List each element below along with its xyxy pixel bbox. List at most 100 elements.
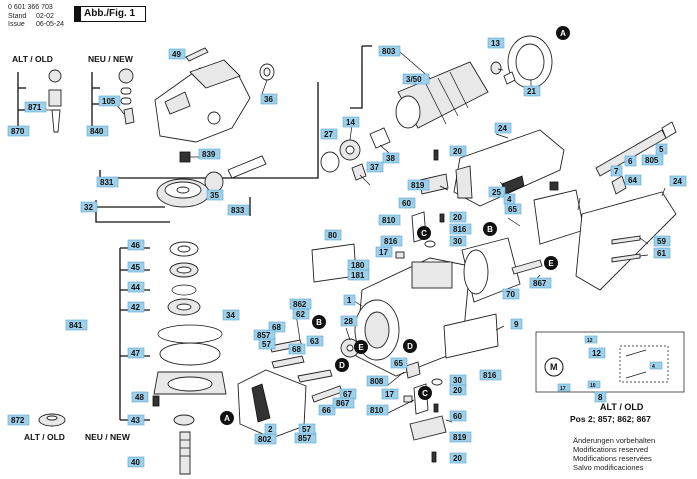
part-label: 30 (453, 237, 462, 246)
part-label: 30 (453, 376, 462, 385)
part-label-box (306, 335, 324, 347)
part-label-box (366, 404, 389, 416)
part-label-box (381, 388, 399, 400)
part-label: 45 (131, 263, 140, 272)
schematic-label: 10 (590, 383, 596, 389)
reference-marker (335, 358, 349, 372)
part-14-27-37-38 (320, 127, 391, 181)
part-label-box (98, 95, 121, 107)
part-label: 805 (645, 156, 659, 165)
note-en: Modifications reserved (573, 445, 649, 454)
part-label-box (168, 48, 186, 60)
part-label-box (655, 143, 668, 155)
part-label-box (407, 179, 430, 191)
part-label-box (449, 211, 467, 223)
part-label: 36 (264, 95, 273, 104)
part-label: 24 (498, 124, 507, 133)
part-label: 34 (226, 311, 235, 320)
part-label-box (378, 45, 401, 57)
part-819-plate-lower (409, 415, 447, 441)
reference-marker (403, 339, 417, 353)
figure-label: Abb./Fig. 1 (84, 8, 136, 19)
part-label-box (65, 319, 88, 331)
part-label-box (127, 456, 145, 468)
part-label: 17 (379, 248, 388, 257)
part-label: 57 (302, 425, 311, 434)
figure-label-tab (75, 7, 81, 21)
part-label: 862 (293, 300, 307, 309)
figure-label-frame: Abb./Fig. 1 (74, 6, 146, 22)
stand-label: Stand (8, 13, 27, 20)
part-label-box (227, 204, 250, 216)
part-870-871-old-knob (48, 69, 62, 133)
part-label: 80 (328, 231, 337, 240)
part-label: 24 (673, 177, 682, 186)
part-label: 20 (453, 386, 462, 395)
part-32-crown-gear (156, 178, 210, 208)
part-label-box (127, 347, 145, 359)
part-label: 65 (394, 359, 403, 368)
part-label-box (324, 229, 342, 241)
part-label-box (292, 308, 310, 320)
part-40-spindle (179, 431, 191, 475)
part-2-802-field-coil (237, 369, 307, 439)
reference-marker (220, 411, 234, 425)
reference-marker (354, 340, 368, 354)
part-label-box (510, 318, 523, 330)
part-label: 871 (28, 103, 42, 112)
reference-marker-letter: D (339, 361, 345, 370)
part-label-box (449, 145, 467, 157)
part-label: 35 (210, 191, 219, 200)
reference-marker (418, 386, 432, 400)
part-816-30-17 (395, 240, 443, 403)
part-label-box (610, 165, 623, 177)
part-label: 819 (453, 433, 467, 442)
part-label-box (449, 374, 467, 386)
part-label-box (332, 397, 355, 409)
part-label: 57 (262, 340, 271, 349)
part-label: 816 (384, 237, 398, 246)
reference-marker-letter: B (487, 225, 493, 234)
part-label: 857 (298, 434, 312, 443)
part-label-box (449, 431, 472, 443)
part-label-box (340, 315, 358, 327)
legend-positions: Pos 2; 857; 862; 867 (570, 414, 651, 424)
part-label-box (127, 301, 145, 313)
part-6-805-cable (595, 121, 677, 195)
part-label-box (222, 309, 240, 321)
part-label: 68 (292, 345, 301, 354)
reference-marker-letter: A (224, 414, 230, 423)
part-label-box (390, 357, 408, 369)
part-label-box (529, 277, 552, 289)
part-label: 42 (131, 303, 140, 312)
part-label: 840 (90, 127, 104, 136)
part-label-box (343, 294, 356, 306)
part-label-box (366, 375, 389, 387)
part-label: 808 (370, 377, 384, 386)
part-49-pin (185, 47, 209, 62)
reference-marker-letter: C (422, 389, 428, 398)
part-13-bearing-21-cap (490, 35, 553, 89)
part-label: 816 (453, 225, 467, 234)
part-label: 7 (614, 167, 619, 176)
part-label-box (402, 73, 430, 85)
part-label: 25 (492, 188, 501, 197)
part-label: 6 (628, 157, 633, 166)
part-label-box (398, 197, 416, 209)
part-label-box (449, 452, 467, 464)
part-label: 67 (343, 390, 352, 399)
part-label: 180 (351, 261, 365, 270)
part-label-box (449, 223, 472, 235)
part-label-box (7, 125, 30, 137)
wiring-schematic (535, 331, 685, 393)
part-label-box (504, 203, 522, 215)
part-label: 17 (385, 390, 394, 399)
group-label-alt-old-top: ALT / OLD (12, 54, 53, 64)
part-label: 181 (351, 271, 365, 280)
schematic-label: 12 (587, 338, 593, 344)
part-59-61-screws (611, 235, 641, 263)
part-label: 105 (102, 97, 116, 106)
part-label: 66 (322, 406, 331, 415)
